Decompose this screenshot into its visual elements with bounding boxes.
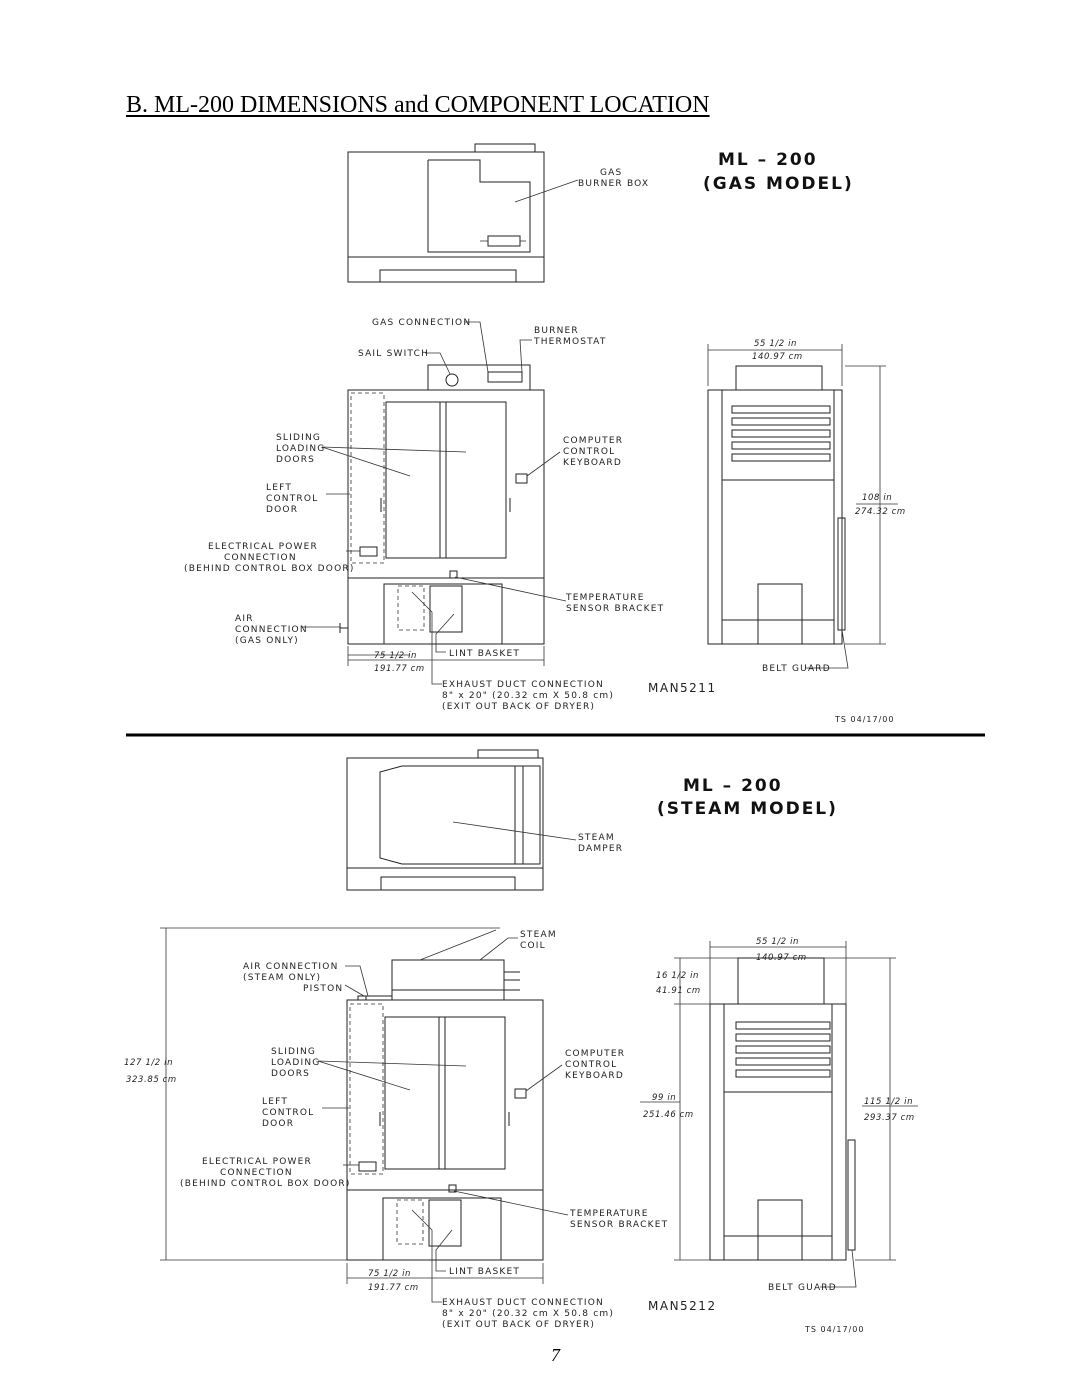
steam-side-vents bbox=[735, 1021, 831, 1078]
steam-computer-keyboard-label: COMPUTER CONTROL KEYBOARD bbox=[565, 1049, 629, 1081]
gas-height-cm: 274.32 cm bbox=[855, 507, 906, 517]
gas-top-view bbox=[347, 143, 579, 283]
steam-overall-in: 127 1/2 in bbox=[124, 1058, 173, 1068]
steam-air-connection-label: AIR CONNECTION (STEAM ONLY) bbox=[243, 962, 343, 983]
steam-top-offset-cm: 41.91 cm bbox=[656, 986, 701, 996]
gas-width-in: 55 1/2 in bbox=[754, 339, 797, 349]
gas-air-connection-label: AIR CONNECTION (GAS ONLY) bbox=[235, 614, 312, 646]
steam-damper-label: STEAM DAMPER bbox=[578, 833, 623, 854]
steam-mid-height-cm: 251.46 cm bbox=[643, 1110, 694, 1120]
gas-exhaust-duct-label: EXHAUST DUCT CONNECTION 8" x 20" (20.32 … bbox=[442, 680, 618, 712]
gas-heading-line2: (GAS MODEL) bbox=[703, 174, 854, 194]
gas-sliding-doors-label: SLIDING LOADING DOORS bbox=[276, 433, 330, 465]
gas-connection-label: GAS CONNECTION bbox=[372, 318, 471, 328]
gas-belt-guard-label: BELT GUARD bbox=[762, 664, 831, 674]
piston-label: PISTON bbox=[303, 984, 343, 994]
page-number: 7 bbox=[551, 1345, 560, 1365]
steam-model-section: ML – 200 (STEAM MODEL) STEAM DAMPER bbox=[124, 749, 918, 1334]
steam-temperature-sensor-label: TEMPERATURE SENSOR BRACKET bbox=[569, 1209, 668, 1230]
gas-lint-basket-label: LINT BASKET bbox=[449, 649, 520, 659]
steam-front-view bbox=[160, 927, 569, 1303]
gas-front-view bbox=[302, 321, 567, 685]
steam-width-cm: 140.97 cm bbox=[756, 953, 807, 963]
steam-stamp: TS 04/17/00 bbox=[804, 1325, 864, 1334]
steam-top-view bbox=[346, 749, 577, 891]
gas-left-control-door-label: LEFT CONTROL DOOR bbox=[266, 483, 322, 515]
steam-drawing-number: MAN5212 bbox=[648, 1299, 717, 1313]
gas-heading-line1: ML – 200 bbox=[718, 150, 818, 170]
gas-drawing-number: MAN5211 bbox=[648, 681, 717, 695]
gas-side-vents bbox=[731, 405, 831, 462]
gas-side-view bbox=[707, 344, 898, 669]
gas-burner-box-label: GAS BURNER BOX bbox=[578, 168, 649, 189]
steam-top-offset-in: 16 1/2 in bbox=[656, 971, 699, 981]
steam-depth-cm: 191.77 cm bbox=[368, 1283, 419, 1293]
gas-depth-cm: 191.77 cm bbox=[374, 664, 425, 674]
steam-left-control-door-label: LEFT CONTROL DOOR bbox=[262, 1097, 318, 1129]
steam-height-in: 115 1/2 in bbox=[864, 1097, 913, 1107]
gas-electrical-power-label: ELECTRICAL POWER CONNECTION (BEHIND CONT… bbox=[184, 542, 355, 574]
gas-width-cm: 140.97 cm bbox=[752, 352, 803, 362]
burner-thermostat-label: BURNER THERMOSTAT bbox=[533, 326, 607, 347]
steam-coil-label: STEAM COIL bbox=[520, 930, 561, 951]
steam-depth-in: 75 1/2 in bbox=[368, 1269, 411, 1279]
gas-model-section: ML – 200 (GAS MODEL) GAS BURNER BOX bbox=[184, 143, 906, 724]
page-title: B. ML-200 DIMENSIONS and COMPONENT LOCAT… bbox=[126, 92, 710, 118]
steam-sliding-doors-label: SLIDING LOADING DOORS bbox=[271, 1047, 325, 1079]
steam-mid-height-in: 99 in bbox=[652, 1093, 676, 1103]
gas-stamp: TS 04/17/00 bbox=[834, 715, 894, 724]
steam-overall-cm: 323.85 cm bbox=[126, 1075, 177, 1085]
steam-exhaust-duct-label: EXHAUST DUCT CONNECTION 8" x 20" (20.32 … bbox=[442, 1298, 618, 1330]
steam-heading-line2: (STEAM MODEL) bbox=[657, 799, 838, 819]
gas-computer-keyboard-label: COMPUTER CONTROL KEYBOARD bbox=[563, 436, 627, 468]
steam-belt-guard-label: BELT GUARD bbox=[768, 1283, 837, 1293]
gas-depth-in: 75 1/2 in bbox=[374, 651, 417, 661]
steam-width-in: 55 1/2 in bbox=[756, 937, 799, 947]
gas-height-in: 108 in bbox=[862, 493, 892, 503]
steam-lint-basket-label: LINT BASKET bbox=[449, 1267, 520, 1277]
sail-switch-label: SAIL SWITCH bbox=[358, 349, 429, 359]
steam-side-view bbox=[640, 941, 918, 1288]
steam-height-cm: 293.37 cm bbox=[864, 1113, 915, 1123]
steam-electrical-power-label: ELECTRICAL POWER CONNECTION (BEHIND CONT… bbox=[180, 1157, 351, 1189]
gas-temperature-sensor-label: TEMPERATURE SENSOR BRACKET bbox=[565, 593, 664, 614]
steam-heading-line1: ML – 200 bbox=[683, 776, 783, 796]
